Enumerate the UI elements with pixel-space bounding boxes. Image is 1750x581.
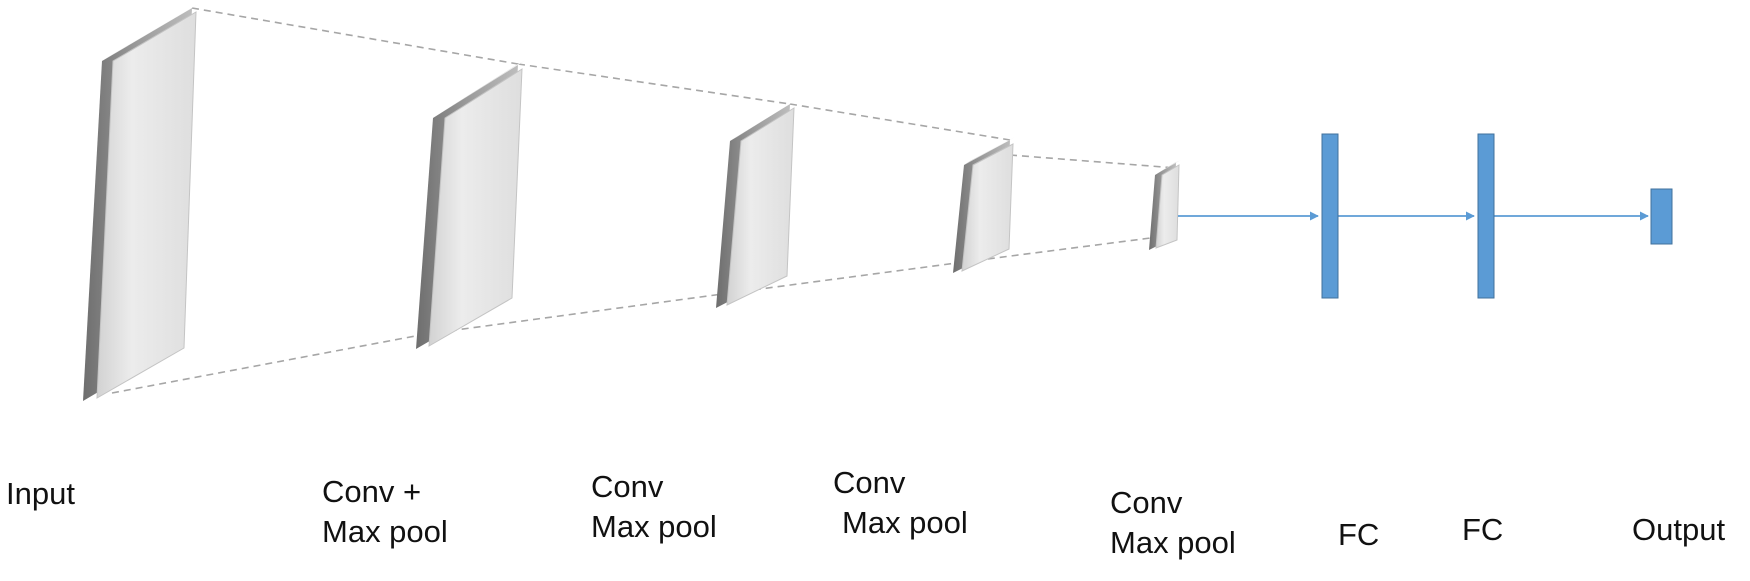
label-conv2-line1: Conv: [591, 469, 664, 504]
label-input: Input: [6, 474, 75, 514]
label-conv2-line2: Max pool: [591, 509, 717, 544]
fc2-bar: [1477, 133, 1495, 299]
label-conv3-line1: Conv: [833, 465, 906, 500]
slab-conv1: [416, 60, 526, 349]
slab-input: [83, 3, 200, 401]
label-conv-maxpool-1: Conv + Max pool: [322, 472, 448, 552]
connector-conv1-conv2-top: [517, 63, 791, 105]
label-output: Output: [1632, 510, 1725, 550]
connector-input-conv1-bottom: [111, 333, 427, 394]
label-conv-maxpool-3: Conv Max pool: [833, 463, 968, 543]
slab-conv2: [716, 100, 796, 308]
label-fc1-line1: FC: [1338, 517, 1380, 552]
connector-input-conv1-top: [191, 7, 519, 65]
label-conv4-line1: Conv: [1110, 485, 1183, 520]
connector-conv3-conv4-bottom: [963, 235, 1167, 263]
connector-lines: [111, 7, 1177, 394]
label-fc-1: FC: [1338, 515, 1379, 555]
connector-conv2-conv3-bottom: [729, 261, 965, 294]
connector-conv1-conv2-bottom: [425, 292, 731, 335]
label-output-line1: Output: [1632, 512, 1726, 547]
slab-conv3: [953, 137, 1015, 273]
slab-conv4: [1149, 160, 1181, 250]
label-conv3-line2: Max pool: [842, 505, 968, 540]
label-input-line1: Input: [6, 476, 75, 511]
label-conv4-line2: Max pool: [1110, 525, 1236, 560]
label-conv1-line1: Conv +: [322, 474, 422, 509]
label-conv-maxpool-4: Conv Max pool: [1110, 483, 1236, 563]
label-fc2-line1: FC: [1462, 512, 1504, 547]
label-fc-2: FC: [1462, 510, 1503, 550]
label-conv1-line2: Max pool: [322, 514, 448, 549]
fc1-bar: [1321, 133, 1339, 299]
connector-conv2-conv3-top: [789, 103, 1011, 141]
output-bar: [1650, 188, 1673, 245]
label-conv-maxpool-2: Conv Max pool: [591, 467, 717, 547]
connector-conv3-conv4-top: [1009, 154, 1177, 169]
